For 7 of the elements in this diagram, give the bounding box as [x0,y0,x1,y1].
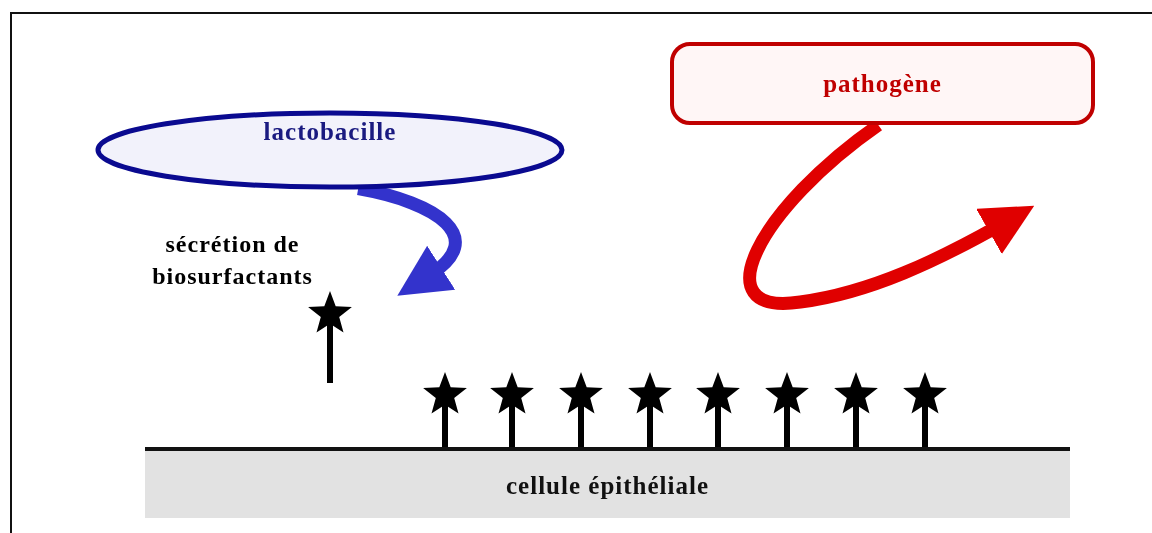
annotation-text: sécrétion de biosurfactants [151,230,314,291]
node-label: pathogène [823,69,942,98]
bacterium-ellipse [95,110,565,190]
epithelial-cell-band [145,447,1070,518]
pathogen-box [670,42,1095,125]
node-label: cellule épithéliale [506,471,709,500]
node-label: lactobacille [263,118,397,146]
